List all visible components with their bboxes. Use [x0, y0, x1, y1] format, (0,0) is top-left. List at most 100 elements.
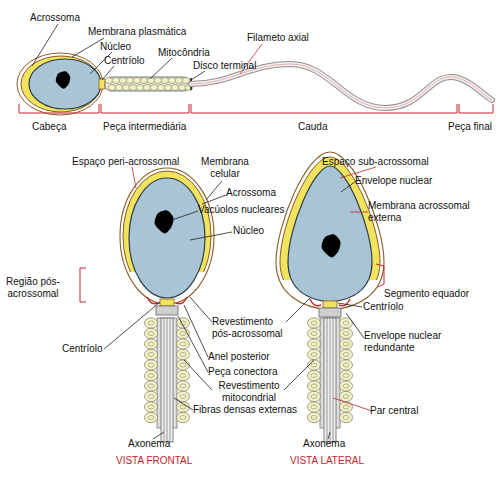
centriole	[160, 299, 174, 306]
part-label: Acrossoma	[226, 187, 286, 199]
part-label: Região pós-acrossomal	[2, 276, 64, 300]
leader-line	[32, 24, 58, 66]
mitochondrial-crista	[343, 353, 349, 357]
mitochondrial-crista	[311, 342, 317, 346]
microtubule	[164, 318, 165, 442]
mitochondrion	[112, 78, 120, 84]
cell-membrane	[120, 168, 214, 304]
part-label: Disco terminal	[193, 60, 273, 72]
mitochondrion	[145, 360, 158, 370]
mitochondrion	[308, 412, 321, 422]
mitochondrial-crista	[148, 374, 154, 378]
mitochondrial-crista	[148, 353, 154, 357]
mitochondrion	[177, 381, 190, 391]
mitochondrion	[145, 381, 158, 391]
mitochondrion	[145, 412, 158, 422]
mitochondrion	[308, 381, 321, 391]
mitochondrion	[129, 85, 137, 91]
leader-line	[190, 297, 212, 322]
mitochondrial-crista	[311, 363, 317, 367]
mitochondrial-crista	[311, 405, 317, 409]
mitochondrion	[308, 349, 321, 359]
region-label: Cabeça	[32, 121, 76, 133]
mitochondrial-crista	[343, 416, 349, 420]
mitochondrion	[140, 78, 148, 84]
mitochondrial-crista	[343, 384, 349, 388]
mitochondrial-crista	[148, 384, 154, 388]
leader-line	[132, 167, 136, 188]
leader-line	[333, 398, 372, 411]
region-bracket	[191, 104, 457, 113]
mitochondrial-crista	[180, 332, 186, 336]
mitochondrial-crista	[180, 342, 186, 346]
part-label: Revestimento mitocondrial	[212, 380, 286, 404]
microtubule	[327, 318, 328, 442]
leader-line	[284, 360, 314, 390]
nucleus-vacuole	[155, 210, 174, 233]
mitochondrial-crista	[180, 384, 186, 388]
mitochondrial-crista	[180, 405, 186, 409]
mitochondrial-crista	[311, 353, 317, 357]
part-label: Vacúolos nucleares	[198, 204, 298, 216]
mitochondrial-crista	[343, 342, 349, 346]
sperm-head	[288, 166, 372, 302]
centriole	[99, 79, 105, 89]
microtubule	[330, 318, 331, 442]
mitochondrion	[122, 85, 130, 91]
leader-lines	[80, 167, 384, 439]
mitochondrion	[126, 78, 134, 84]
part-label: Axonema	[128, 438, 178, 450]
leader-line	[102, 66, 114, 80]
microtubule	[170, 318, 171, 442]
part-label: Centríolo	[363, 301, 417, 313]
region-bracket	[376, 264, 384, 287]
mitochondrial-crista	[343, 395, 349, 399]
mitochondrion	[145, 391, 158, 401]
region-label: Peça intermediária	[103, 121, 203, 133]
connecting-piece	[319, 308, 341, 317]
mitochondrion	[145, 318, 158, 328]
mitochondrial-crista	[311, 384, 317, 388]
leader-line	[191, 71, 205, 80]
sperm-head	[129, 178, 205, 298]
leader-line	[153, 432, 164, 439]
leader-line	[190, 232, 232, 240]
mitochondrion	[177, 318, 190, 328]
mitochondrial-crista	[343, 405, 349, 409]
mitochondrial-crista	[311, 321, 317, 325]
mitochondrial-crista	[148, 363, 154, 367]
mitochondrial-crista	[148, 332, 154, 336]
mitochondrial-crista	[343, 374, 349, 378]
acrosome	[123, 171, 211, 272]
mitochondrial-crista	[148, 395, 154, 399]
mitochondrion	[178, 85, 186, 91]
part-label: Fibras densas externas	[193, 404, 313, 416]
whole-sperm	[17, 24, 493, 115]
mitochondrial-crista	[148, 416, 154, 420]
mitochondrion	[145, 402, 158, 412]
mitochondrion	[154, 78, 162, 84]
part-label: Membrana celular	[198, 156, 252, 180]
mitochondrion	[340, 402, 353, 412]
mitochondrion	[108, 85, 116, 91]
mitochondrion	[177, 349, 190, 359]
part-label: Acrossoma	[30, 12, 92, 24]
mitochondrial-crista	[180, 363, 186, 367]
region-bracket	[19, 104, 99, 113]
part-label: Centríolo	[62, 343, 116, 355]
mitochondrion	[150, 85, 158, 91]
mitochondrial-crista	[180, 353, 186, 357]
part-label: Revestimento pós-acrossomal	[212, 316, 288, 340]
axoneme	[324, 318, 336, 442]
mitochondrion	[171, 85, 179, 91]
connecting-piece	[156, 306, 178, 315]
region-bracket	[459, 104, 493, 113]
axoneme	[161, 318, 173, 442]
mitochondrial-crista	[311, 395, 317, 399]
microtubule	[333, 318, 334, 442]
leader-line	[328, 432, 330, 439]
mitochondrial-crista	[180, 416, 186, 420]
leader-line	[184, 360, 212, 390]
mitochondrion	[308, 370, 321, 380]
